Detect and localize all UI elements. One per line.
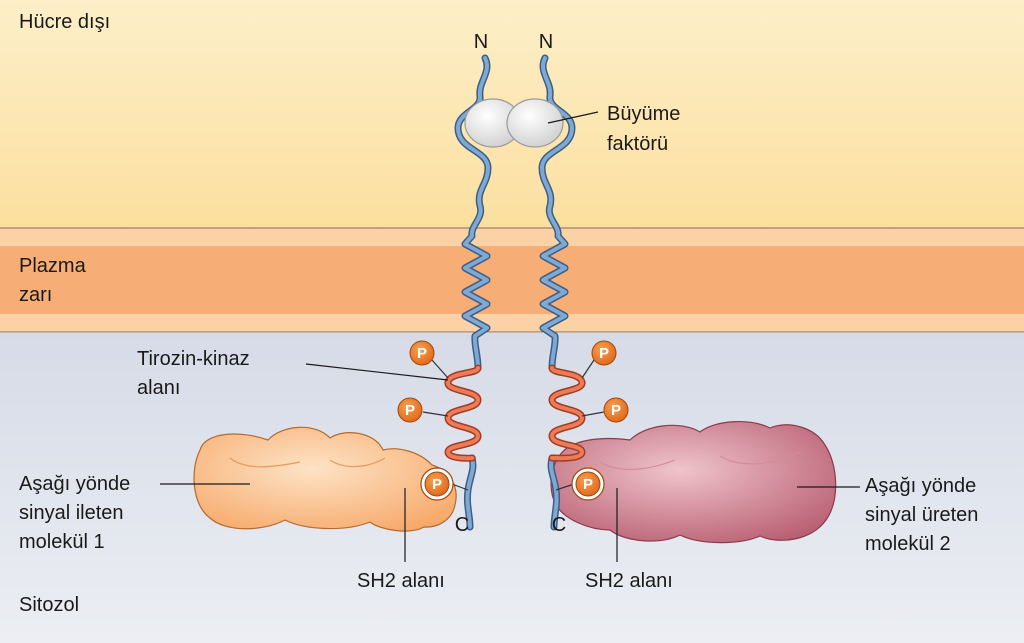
membrane-inner-leaflet [0,314,1024,332]
phosphate-link-1 [431,359,449,379]
phosphate-symbol: P [432,476,442,493]
membrane-outer-leaflet [0,228,1024,246]
molecule-1-shading [229,457,386,468]
kinase-domain-right-fill [550,366,584,461]
phosphate-symbol: P [583,476,593,493]
sh2-right-label: SH2 alanı [585,570,673,592]
membrane-label-line2: zarı [19,284,52,306]
phosphate-symbol: P [417,345,427,362]
kinase-domain-left-fill [446,366,480,461]
extracellular-label: Hücre dışı [19,11,110,33]
growth-factor [464,98,564,148]
molecule-2-label-line1: Aşağı yönde [865,475,976,497]
molecule-1-label-line3: molekül 1 [19,531,105,553]
kinase-label-line2: alanı [137,377,180,399]
n-terminus-right: N [539,31,553,53]
plasma-membrane [0,246,1024,314]
growth-factor-label-line2: faktörü [607,133,668,155]
receptor-left [454,54,492,531]
growth-factor-leader [547,111,599,124]
molecule-1-label-line2: sinyal ileten [19,502,124,524]
molecule-2-shading [599,451,801,470]
molecule-2-label-line2: sinyal üreten [865,504,978,526]
phosphate-symbol: P [405,402,415,419]
phosphate-symbol: P [599,345,609,362]
growth-factor-label-line1: Büyüme [607,103,680,125]
phosphate-link-5 [581,411,605,417]
phosphate-link-2 [422,411,449,417]
molecule-1-label-line1: Aşağı yönde [19,473,130,495]
c-terminus-right: C [552,514,566,536]
phosphate-group: P [397,397,423,423]
phosphate-group-bound: P [420,467,454,501]
phosphate-group-bound: P [571,467,605,501]
downstream-molecule-2 [550,421,837,544]
c-terminus-left: C [455,514,469,536]
cytosol-region [0,333,1024,643]
downstream-molecule-1 [193,426,457,532]
phosphate-link-6 [555,483,575,491]
membrane-label-line1: Plazma [19,255,87,277]
kinase-label-line1: Tirozin-kinaz [137,348,250,370]
cytosol-label: Sitozol [19,594,79,616]
phosphate-link-3 [451,483,469,491]
phosphate-group: P [591,340,617,366]
n-terminus-left: N [474,31,488,53]
phosphate-group: P [409,340,435,366]
phosphate-group: P [603,397,629,423]
phosphate-link-4 [581,359,595,379]
phosphate-symbol: P [611,402,621,419]
sh2-left-label: SH2 alanı [357,570,445,592]
kinase-leader [305,363,449,381]
molecule-2-label-line3: molekül 2 [865,533,951,555]
